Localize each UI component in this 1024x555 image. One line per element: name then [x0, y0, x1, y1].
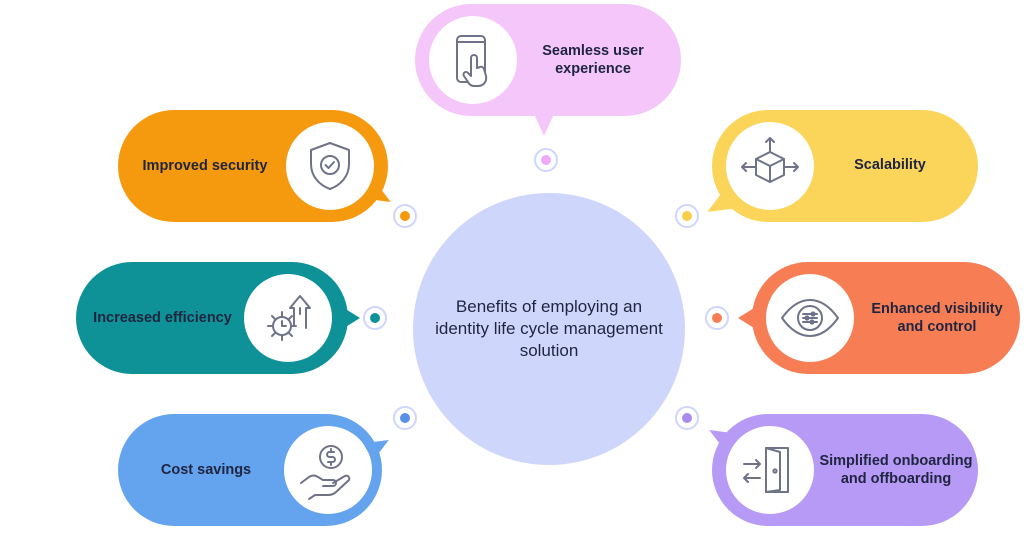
benefit-label: Seamless user experience [542, 43, 644, 77]
benefit-label: Improved security [142, 158, 268, 174]
connector-dot [675, 406, 699, 430]
center-circle: Benefits of employing an identity life c… [413, 193, 685, 465]
pill-tail [738, 308, 754, 328]
benefit-label: Cost savings [160, 462, 252, 478]
gear-clock-arrow-icon [244, 274, 332, 362]
benefit-cost-savings: Cost savings [118, 414, 382, 526]
eye-sliders-icon [766, 274, 854, 362]
connector-dot [705, 306, 729, 330]
pill-tail [534, 114, 554, 136]
touch-phone-icon [429, 16, 517, 104]
connector-dot [393, 406, 417, 430]
benefit-seamless-user-experience: Seamless user experience [415, 4, 681, 116]
benefit-enhanced-visibility: Enhanced visibility and control [752, 262, 1020, 374]
benefit-label: Increased efficiency [93, 310, 232, 326]
connector-dot [534, 148, 558, 172]
center-title: Benefits of employing an identity life c… [435, 297, 663, 360]
benefit-simplified-onboarding: Simplified onboarding and offboarding [712, 414, 978, 526]
cube-arrows-icon [726, 122, 814, 210]
hand-coin-icon [284, 426, 372, 514]
pill-tail [344, 308, 360, 328]
benefit-label: Simplified onboarding and offboarding [819, 453, 973, 487]
benefit-label: Scalability [854, 157, 926, 173]
benefit-increased-efficiency: Increased efficiency [76, 262, 348, 374]
benefit-scalability: Scalability [712, 110, 978, 222]
benefit-improved-security: Improved security [118, 110, 388, 222]
connector-dot [675, 204, 699, 228]
benefit-label: Enhanced visibility and control [871, 301, 1003, 335]
door-arrows-icon [726, 426, 814, 514]
shield-check-icon [286, 122, 374, 210]
connector-dot [393, 204, 417, 228]
connector-dot [363, 306, 387, 330]
